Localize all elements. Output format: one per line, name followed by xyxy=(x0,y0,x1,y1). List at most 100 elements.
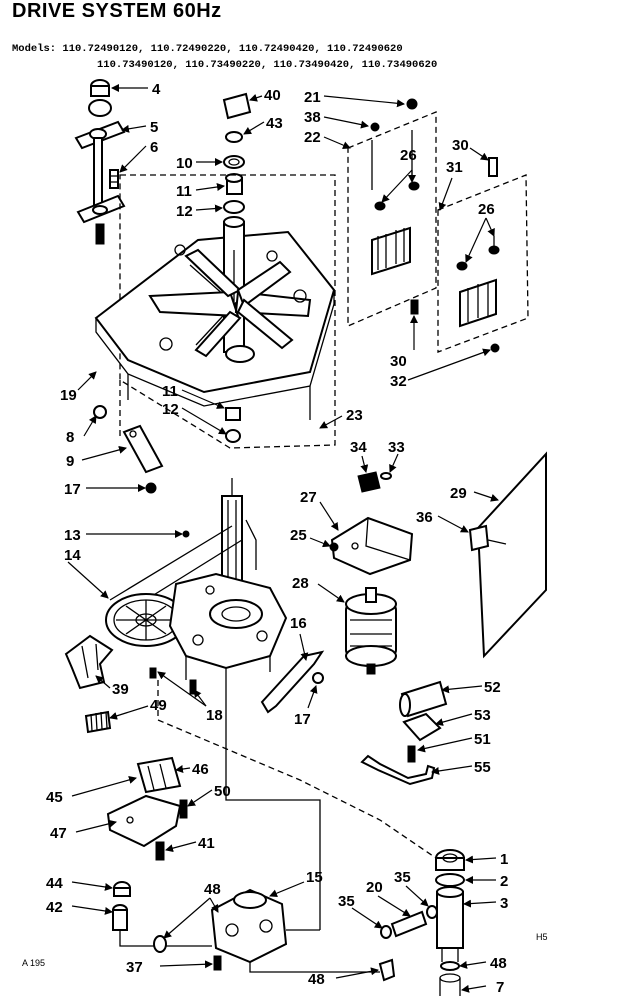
callout-44: 44 xyxy=(46,875,63,892)
part-5-lever-assembly xyxy=(74,120,126,245)
callout-50: 50 xyxy=(214,783,231,800)
callout-17-left: 17 xyxy=(64,481,81,498)
callout-8: 8 xyxy=(66,429,74,446)
part-48-clamp-right xyxy=(440,961,460,971)
part-48-hose-left xyxy=(119,930,212,953)
callout-19: 19 xyxy=(60,387,77,404)
part-12-seal-lower xyxy=(225,429,241,443)
leader-lines xyxy=(67,84,499,993)
part-30-screw-lower xyxy=(410,299,419,315)
callout-7: 7 xyxy=(496,979,504,996)
callout-52: 52 xyxy=(484,679,501,696)
callout-43: 43 xyxy=(266,115,283,132)
callout-35-lower: 35 xyxy=(338,893,355,910)
part-49-spring xyxy=(84,710,112,734)
part-8-screw xyxy=(93,405,107,419)
part-17-nut-right xyxy=(312,672,324,684)
callout-41: 41 xyxy=(198,835,215,852)
part-30-screw-upper xyxy=(488,157,498,177)
callout-25: 25 xyxy=(290,527,307,544)
callout-45: 45 xyxy=(46,789,63,806)
part-27-motor-bracket xyxy=(330,516,414,576)
part-50-screw xyxy=(179,799,188,819)
part-33-washer xyxy=(380,472,392,480)
part-52-capacitor xyxy=(399,680,448,718)
part-53-strap xyxy=(402,712,442,742)
part-46-coil xyxy=(136,756,182,794)
part-32-nut xyxy=(490,343,500,353)
callout-26-right: 26 xyxy=(478,201,495,218)
part-14-transmission xyxy=(105,478,288,700)
callout-40: 40 xyxy=(264,87,281,104)
callout-28: 28 xyxy=(292,575,309,592)
callout-21: 21 xyxy=(304,89,321,106)
callout-29: 29 xyxy=(450,485,467,502)
callout-30-lower: 30 xyxy=(390,353,407,370)
callout-16: 16 xyxy=(290,615,307,632)
callout-11-lower: 11 xyxy=(162,383,178,400)
callout-17-right: 17 xyxy=(294,711,311,728)
part-22-pump-panel xyxy=(347,111,437,327)
part-4-cap xyxy=(88,79,112,117)
part-17-nut-left xyxy=(145,482,157,494)
part-35-clamp-lower xyxy=(380,925,392,939)
callout-6: 6 xyxy=(150,139,158,156)
callout-31: 31 xyxy=(446,159,463,176)
models-list-line-2: 110.73490120, 110.73490220, 110.73490420… xyxy=(97,59,438,71)
part-19-gearcase-housing xyxy=(94,174,336,449)
part-6-screw xyxy=(109,169,119,189)
callout-27: 27 xyxy=(300,489,317,506)
part-10-ring xyxy=(223,155,245,169)
drain-hose-line xyxy=(225,700,321,930)
part-1-cap xyxy=(435,849,465,871)
callout-33: 33 xyxy=(388,439,405,456)
corner-code-left: A 195 xyxy=(22,958,45,968)
part-9-bracket xyxy=(122,424,164,474)
callout-5: 5 xyxy=(150,119,158,136)
callout-38: 38 xyxy=(304,109,321,126)
part-28-motor xyxy=(345,587,397,675)
part-36-clip xyxy=(468,524,507,552)
part-3-filter-housing xyxy=(436,886,464,962)
callout-48-bottom: 48 xyxy=(308,971,325,988)
part-48-clamp-bottom xyxy=(378,958,396,982)
part-34-nut xyxy=(357,471,381,493)
part-13-screw xyxy=(182,530,190,538)
part-44-cap xyxy=(113,881,131,897)
callout-4: 4 xyxy=(152,81,161,98)
callout-36: 36 xyxy=(416,509,433,526)
callout-18: 18 xyxy=(206,707,223,724)
callout-10: 10 xyxy=(176,155,193,172)
part-51-screw xyxy=(407,745,416,763)
part-2-seal xyxy=(435,873,465,887)
part-15-pump xyxy=(210,888,320,971)
part-20-hose xyxy=(390,910,428,938)
part-40-cap xyxy=(222,92,252,120)
callout-46: 46 xyxy=(192,761,209,778)
part-12-seal-upper xyxy=(223,200,245,214)
part-35-clamp-upper xyxy=(426,905,438,919)
callout-1: 1 xyxy=(500,851,508,868)
callout-51: 51 xyxy=(474,731,491,748)
callout-23: 23 xyxy=(346,407,363,424)
part-16-bracket xyxy=(260,650,325,714)
callout-48-right: 48 xyxy=(490,955,507,972)
part-39-bracket xyxy=(64,634,114,690)
callout-3: 3 xyxy=(500,895,508,912)
callout-9: 9 xyxy=(66,453,74,470)
corner-code-right: H5 xyxy=(536,932,548,942)
callout-20: 20 xyxy=(366,879,383,896)
callout-14: 14 xyxy=(64,547,81,564)
part-25-screw xyxy=(329,542,339,552)
callout-13: 13 xyxy=(64,527,81,544)
part-47-mount xyxy=(106,794,182,848)
hose-line-bottom xyxy=(249,962,380,973)
callout-12-upper: 12 xyxy=(176,203,193,220)
part-38-nut xyxy=(370,122,380,132)
part-21-nut xyxy=(406,98,418,110)
part-31-panel xyxy=(437,174,529,353)
callout-47: 47 xyxy=(50,825,67,842)
part-43-washer xyxy=(225,131,243,143)
